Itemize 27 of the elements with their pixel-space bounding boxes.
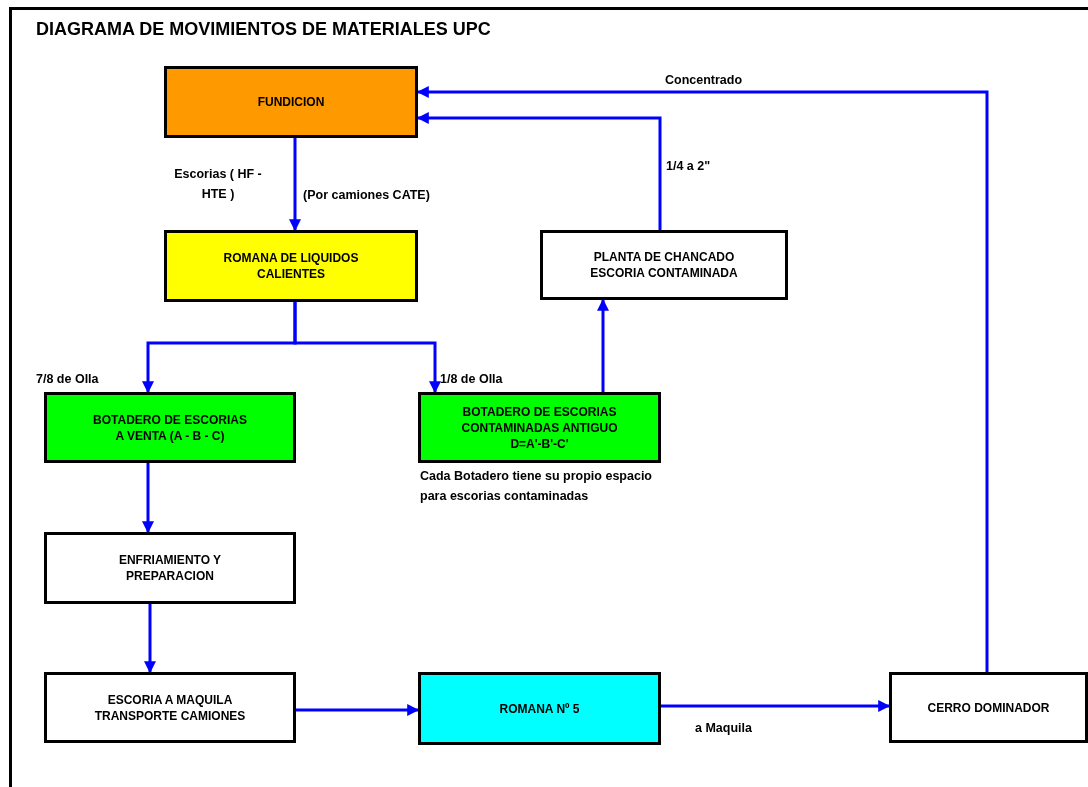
process-box: CERRO DOMINADOR xyxy=(889,672,1088,743)
process-box: ESCORIA A MAQUILA TRANSPORTE CAMIONES xyxy=(44,672,296,743)
diagram-title: DIAGRAMA DE MOVIMIENTOS DE MATERIALES UPC xyxy=(36,18,491,40)
arrow xyxy=(597,298,609,392)
arrow xyxy=(293,302,441,394)
edge-label: (Por camiones CATE) xyxy=(303,187,430,204)
arrow xyxy=(142,463,154,534)
edge-label: 7/8 de Olla xyxy=(36,371,99,388)
arrow xyxy=(289,138,301,232)
note-text: Cada Botadero tiene su propio espacio para escorias contaminadas xyxy=(420,468,653,505)
process-box: ENFRIAMIENTO Y PREPARACION xyxy=(44,532,296,604)
annotation-text: Escorias ( HF - HTE ) xyxy=(173,166,263,203)
arrow xyxy=(416,112,662,230)
arrow xyxy=(144,604,156,674)
process-box: BOTADERO DE ESCORIAS CONTAMINADAS ANTIGUO D=A'-B'-C' xyxy=(418,392,661,463)
arrow xyxy=(416,86,989,672)
process-box: PLANTA DE CHANCADO ESCORIA CONTAMINADA xyxy=(540,230,788,300)
edge-label: a Maquila xyxy=(695,720,752,737)
edge-label: Concentrado xyxy=(665,72,743,89)
process-box: BOTADERO DE ESCORIAS A VENTA (A - B - C) xyxy=(44,392,296,463)
arrow xyxy=(296,704,420,716)
process-box: ROMANA DE LIQUIDOS CALIENTES xyxy=(164,230,418,302)
edge-label: 1/4 a 2" xyxy=(666,158,711,175)
process-box: ROMANA Nº 5 xyxy=(418,672,661,745)
arrow xyxy=(661,700,891,712)
edge-label: 1/8 de Olla xyxy=(440,371,503,388)
process-box: FUNDICION xyxy=(164,66,418,138)
